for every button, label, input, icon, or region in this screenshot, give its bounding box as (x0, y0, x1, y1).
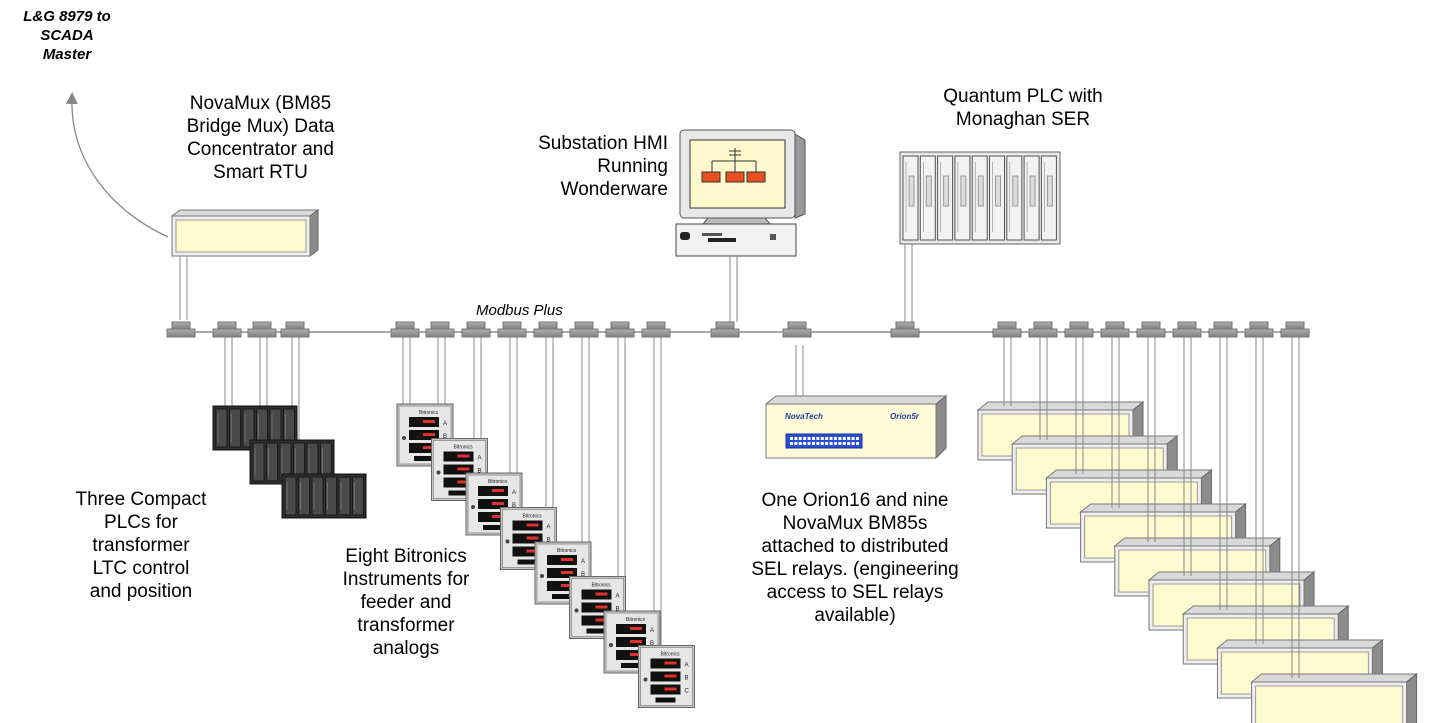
svg-text:Bitronics: Bitronics (557, 548, 577, 554)
bus-tap (1136, 321, 1166, 338)
bus-tap (1100, 321, 1130, 338)
bus-tap (425, 321, 455, 338)
bus-tap (890, 321, 920, 338)
svg-text:B: B (512, 503, 516, 509)
svg-text:A: A (547, 525, 551, 531)
svg-text:A: A (616, 594, 620, 600)
svg-text:A: A (443, 421, 447, 427)
svg-text:A: A (650, 628, 654, 634)
bus-tap (1064, 321, 1094, 338)
bus-tap (782, 321, 812, 338)
svg-text:Bitronics: Bitronics (592, 583, 612, 589)
bus-tap (569, 321, 599, 338)
orion-brand-text: NovaTech (785, 412, 823, 421)
compact-plcs-label: Three Compact PLCs for transformer LTC c… (75, 489, 207, 602)
bus-tap (1172, 321, 1202, 338)
bus-tap (212, 321, 242, 338)
bus-tap (641, 321, 671, 338)
quantum-plc-label: Quantum PLC with Monaghan SER (943, 86, 1103, 130)
svg-text:B: B (616, 607, 620, 613)
compact-plc (281, 473, 367, 519)
bm85-unit (1250, 672, 1419, 723)
modbus-plus-label: Modbus Plus (476, 302, 563, 319)
bus-tap (1244, 321, 1274, 338)
bus-tap (166, 321, 196, 338)
quantum-plc-rack (899, 151, 1061, 322)
novamux-label: NovaMux (BM85 Bridge Mux) Data Concentra… (186, 93, 335, 183)
svg-text:B: B (685, 676, 689, 682)
bus-tap (497, 321, 527, 338)
svg-text:B: B (443, 434, 447, 440)
bus-tap (247, 321, 277, 338)
svg-text:A: A (478, 456, 482, 462)
svg-text:A: A (685, 663, 689, 669)
hmi-workstation (675, 129, 806, 322)
svg-text:B: B (478, 469, 482, 475)
bus-tap (390, 321, 420, 338)
orion16-device: NovaTech Orion5r (764, 345, 948, 460)
bus-tap (992, 321, 1022, 338)
bus-tap (533, 321, 563, 338)
bus-tap (461, 321, 491, 338)
svg-text:Bitronics: Bitronics (626, 617, 646, 623)
svg-text:A: A (512, 490, 516, 496)
svg-text:Bitronics: Bitronics (661, 652, 681, 658)
bus-tap (710, 321, 740, 338)
svg-text:B: B (547, 538, 551, 544)
bus-tap (1208, 321, 1238, 338)
bus-tap (1028, 321, 1058, 338)
bus-tap (605, 321, 635, 338)
scada-master-label: L&G 8979 to SCADA Master (23, 8, 111, 63)
svg-text:Bitronics: Bitronics (488, 479, 508, 485)
svg-text:Bitronics: Bitronics (419, 410, 439, 416)
bus-tap (280, 321, 310, 338)
hmi-label: Substation HMI Running Wonderware (538, 133, 668, 200)
svg-text:Bitronics: Bitronics (523, 514, 543, 520)
svg-text:C: C (685, 689, 690, 695)
bitronics-label: Eight Bitronics Instruments for feeder a… (342, 546, 470, 659)
orion-bm85-label: One Orion16 and nine NovaMux BM85s attac… (751, 490, 959, 626)
scada-link-arrow (65, 92, 169, 238)
svg-text:B: B (581, 572, 585, 578)
svg-text:A: A (581, 559, 585, 565)
svg-text:Bitronics: Bitronics (454, 445, 474, 451)
svg-text:B: B (650, 641, 654, 647)
novamux-data-concentrator (170, 209, 320, 320)
bus-tap (1280, 321, 1310, 338)
orion-model-text: Orion5r (890, 412, 920, 421)
